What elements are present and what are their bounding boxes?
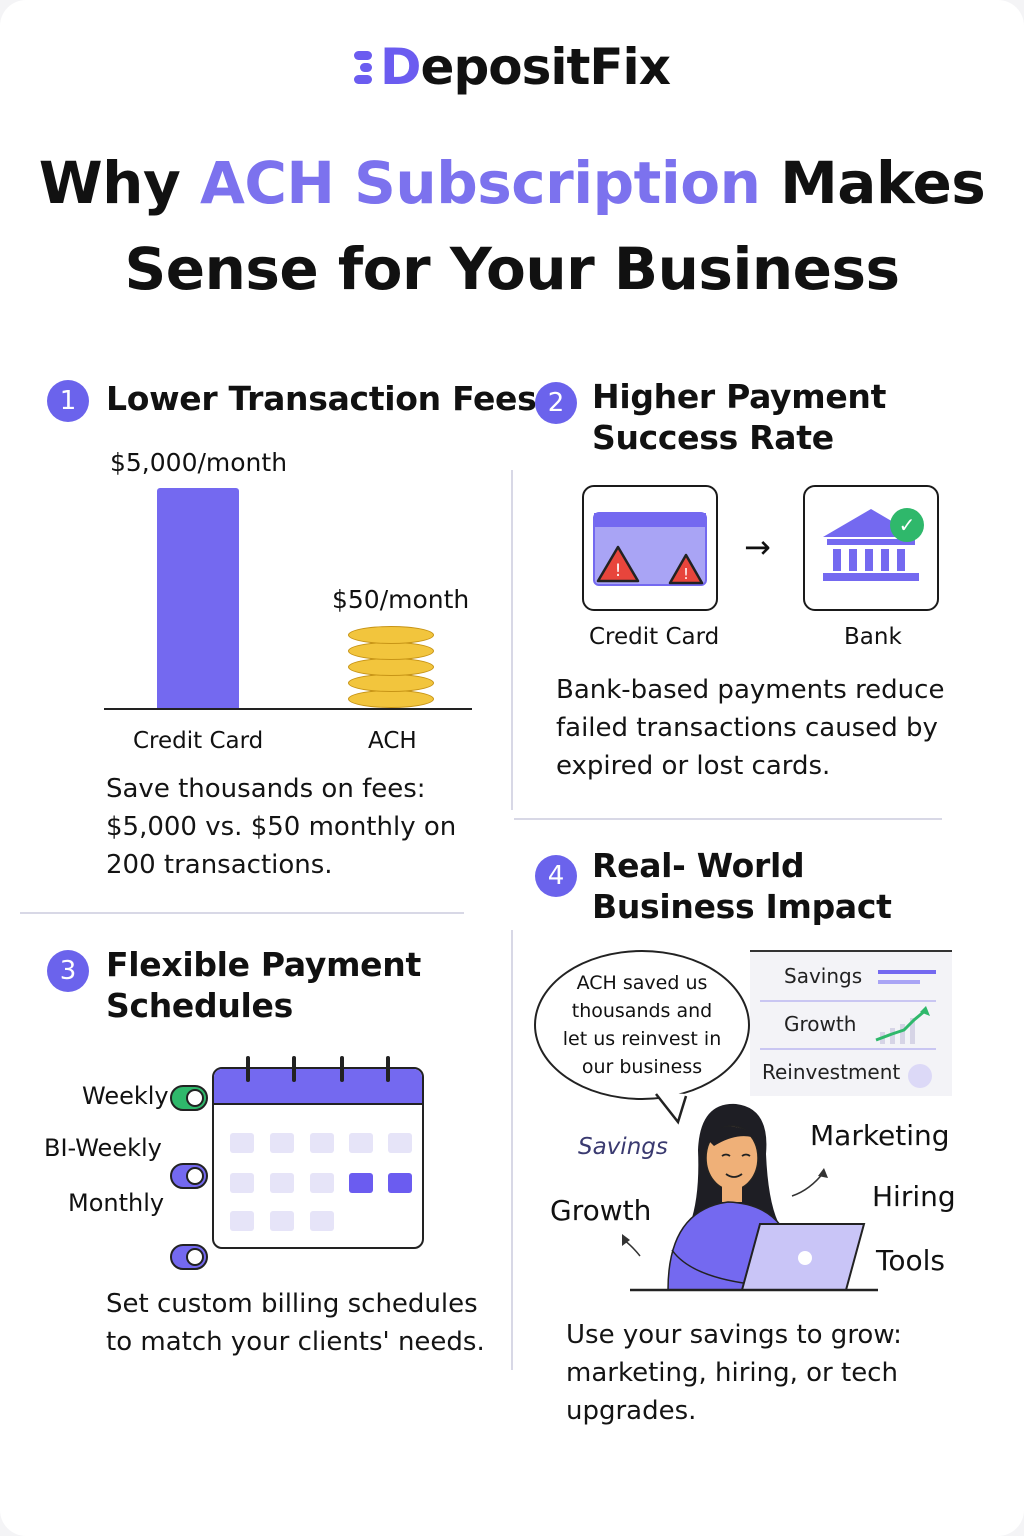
panel-savings-label: Savings bbox=[784, 964, 863, 988]
page-title: Why ACH Subscription Makes Sense for You… bbox=[38, 149, 986, 303]
section-3-title: Flexible Payment Schedules bbox=[106, 945, 421, 1025]
panel-reinvestment-label: Reinvestment bbox=[762, 1060, 901, 1084]
bank-success-icon: ✓ bbox=[803, 485, 939, 611]
brand-name: DepositFix bbox=[380, 38, 671, 96]
section-4-title: Real- World Business Impact bbox=[592, 846, 892, 926]
monthly-toggle[interactable] bbox=[170, 1244, 208, 1270]
section-2-title: Higher Payment Success Rate bbox=[592, 377, 887, 457]
metrics-panel: Savings Growth Reinvestment bbox=[750, 950, 952, 1096]
vertical-divider bbox=[511, 470, 513, 810]
speech-bubble-tail bbox=[655, 1092, 688, 1125]
section-3-number: 3 bbox=[47, 950, 89, 992]
credit-card-fee-label: $5,000/month bbox=[110, 448, 288, 477]
svg-text:✓: ✓ bbox=[899, 513, 916, 537]
credit-card-category: Credit Card bbox=[133, 728, 264, 754]
floating-tools-label: Tools bbox=[876, 1244, 945, 1277]
section-2-number: 2 bbox=[535, 382, 577, 424]
bi-weekly-toggle[interactable] bbox=[170, 1163, 208, 1189]
panel-growth-label: Growth bbox=[784, 1012, 857, 1036]
section-3-body: Set custom billing schedules to match yo… bbox=[106, 1289, 485, 1357]
floating-savings-label: Savings bbox=[578, 1134, 668, 1160]
bank-label: Bank bbox=[844, 624, 902, 650]
floating-growth-label: Growth bbox=[550, 1194, 652, 1227]
schedule-option-label: Monthly bbox=[68, 1189, 165, 1217]
section-4-body: Use your savings to grow: marketing, hir… bbox=[566, 1320, 902, 1426]
calendar-ring bbox=[292, 1056, 296, 1082]
horizontal-divider bbox=[20, 912, 464, 914]
horizontal-divider bbox=[514, 818, 942, 820]
woman-with-laptop-illustration bbox=[622, 1103, 878, 1292]
floating-hiring-label: Hiring bbox=[872, 1180, 956, 1213]
schedule-option-label: BI-Weekly bbox=[44, 1134, 162, 1162]
brand-logo: DepositFix bbox=[0, 34, 1024, 100]
credit-card-failed-icon: ! ! bbox=[582, 485, 718, 611]
section-1-body: Save thousands on fees: $5,000 vs. $50 m… bbox=[106, 774, 457, 880]
section-1-number: 1 bbox=[47, 380, 89, 422]
credit-card-label: Credit Card bbox=[589, 624, 720, 650]
logo-speed-lines-icon bbox=[354, 42, 376, 92]
ach-fee-label: $50/month bbox=[332, 585, 470, 614]
chart-baseline bbox=[104, 708, 472, 710]
section-2-body: Bank-based payments reduce failed transa… bbox=[556, 675, 945, 781]
schedule-option-label: Weekly bbox=[82, 1082, 169, 1110]
quote-speech-bubble: ACH saved us thousands and let us reinve… bbox=[534, 950, 750, 1100]
calendar-icon bbox=[212, 1067, 424, 1249]
credit-card-fee-bar bbox=[157, 488, 239, 710]
svg-text:!: ! bbox=[683, 565, 689, 583]
calendar-ring bbox=[340, 1056, 344, 1082]
reinvestment-coin-icon bbox=[908, 1064, 932, 1088]
calendar-ring bbox=[246, 1056, 250, 1082]
section-1-title: Lower Transaction Fees bbox=[106, 379, 537, 418]
weekly-toggle[interactable] bbox=[170, 1085, 208, 1111]
arrow-right-icon: → bbox=[744, 528, 771, 566]
section-4-number: 4 bbox=[535, 855, 577, 897]
ach-category: ACH bbox=[368, 728, 417, 754]
growth-chart-icon bbox=[875, 1006, 930, 1044]
floating-marketing-label: Marketing bbox=[810, 1119, 950, 1152]
calendar-ring bbox=[386, 1056, 390, 1082]
vertical-divider bbox=[511, 930, 513, 1370]
svg-text:!: ! bbox=[615, 561, 622, 581]
